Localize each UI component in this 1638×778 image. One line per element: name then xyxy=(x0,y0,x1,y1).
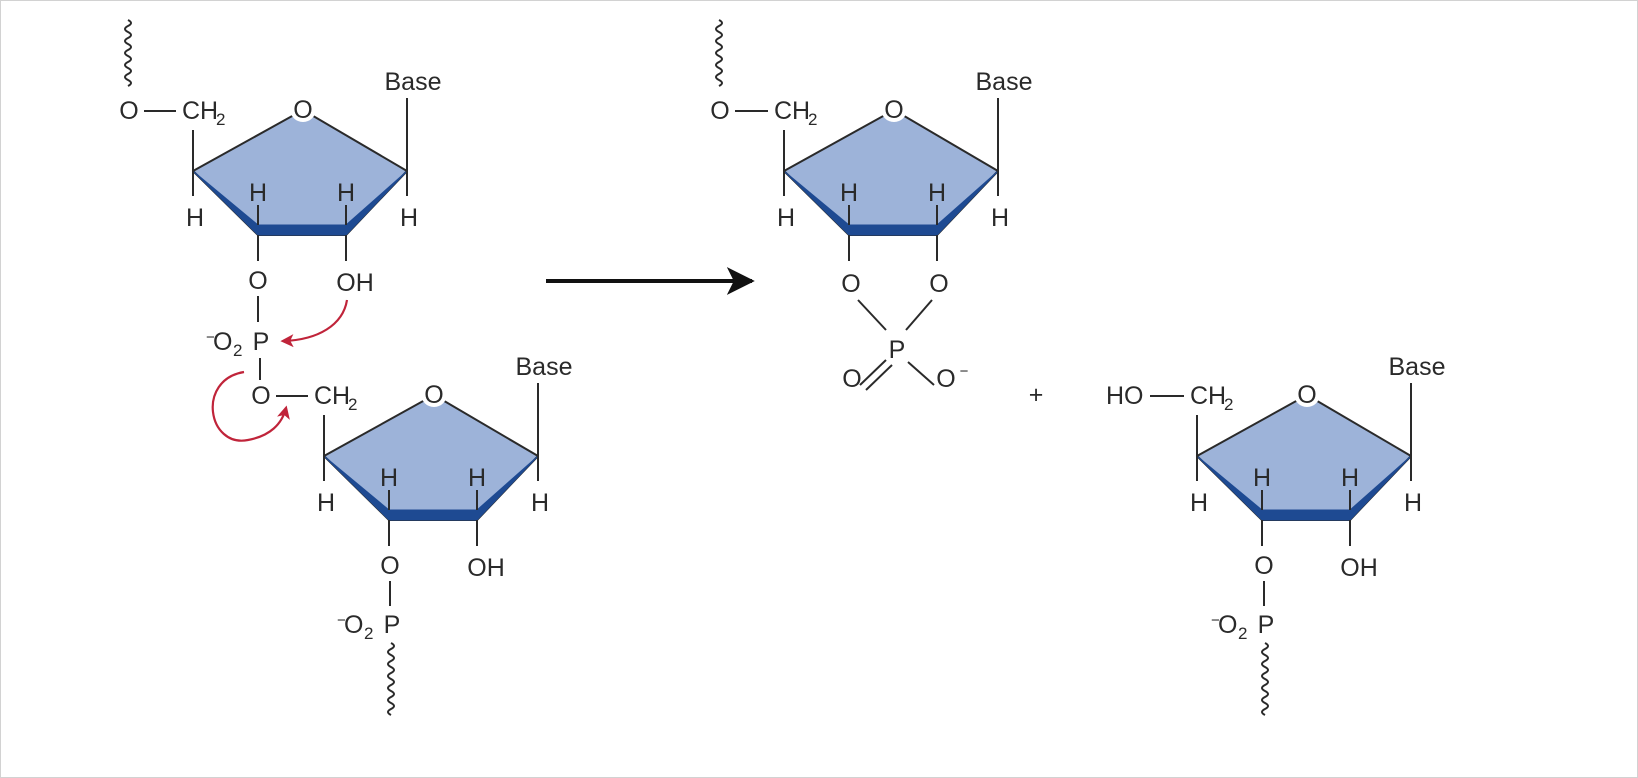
charge-minus: − xyxy=(337,612,346,629)
three-prime-oxygen-label: O xyxy=(380,552,399,580)
p-o-single-bond xyxy=(907,361,935,386)
c3-hydrogen-label: H xyxy=(249,179,267,207)
oxygen-label: O xyxy=(213,328,232,356)
c2-hydrogen-label: H xyxy=(468,464,486,492)
charge-minus: − xyxy=(1211,612,1220,629)
c1-hydrogen-label: H xyxy=(1404,489,1422,517)
c4-hydrogen-label: H xyxy=(777,204,795,232)
base-label: Base xyxy=(516,353,573,381)
subscript-2: 2 xyxy=(1238,624,1247,643)
backbone-continuation xyxy=(124,19,132,87)
c1-hydrogen-label: H xyxy=(400,204,418,232)
ring-oxygen-label: O xyxy=(293,96,312,124)
c3-hydrogen-label: H xyxy=(840,179,858,207)
bridging-oxygen-label: O xyxy=(251,382,270,410)
oxygen-label: O xyxy=(1218,611,1237,639)
two-prime-oxygen-label: O xyxy=(929,270,948,298)
mechanism-arrow-bond-cleavage xyxy=(211,370,290,442)
phosphorus-label: P xyxy=(1258,611,1275,639)
two-prime-hydroxyl-label: OH xyxy=(1340,554,1378,582)
p-o-double-bond-b xyxy=(865,364,893,391)
two-prime-hydroxyl-label: OH xyxy=(467,554,505,582)
ring-oxygen-label: O xyxy=(424,381,443,409)
five-prime-hydroxyl-label: HO xyxy=(1106,382,1144,410)
backbone-continuation xyxy=(387,642,395,716)
c3-hydrogen-label: H xyxy=(1253,464,1271,492)
c4-hydrogen-label: H xyxy=(186,204,204,232)
oxygen-label: O xyxy=(344,611,363,639)
phosphorus-label: P xyxy=(253,328,270,356)
c2-hydrogen-label: H xyxy=(337,179,355,207)
three-prime-oxygen-label: O xyxy=(1254,552,1273,580)
backbone-continuation xyxy=(715,19,723,87)
backbone-continuation xyxy=(1261,642,1269,716)
c4-hydrogen-label: H xyxy=(317,489,335,517)
c2-hydrogen-label: H xyxy=(1341,464,1359,492)
ch2-label: CH xyxy=(314,382,350,410)
ch2-label: CH xyxy=(182,97,218,125)
ring-oxygen-label: O xyxy=(1297,381,1316,409)
subscript-2: 2 xyxy=(348,395,357,414)
c2-hydrogen-label: H xyxy=(928,179,946,207)
subscript-2: 2 xyxy=(1224,395,1233,414)
ch2-label: CH xyxy=(774,97,810,125)
ring-oxygen-halo xyxy=(881,96,907,122)
subscript-2: 2 xyxy=(808,110,817,129)
ring-oxygen-label: O xyxy=(884,96,903,124)
c1-hydrogen-label: H xyxy=(531,489,549,517)
charge-minus: − xyxy=(960,363,969,380)
p-o-double-bond-a xyxy=(859,359,887,386)
phosphorus-label: P xyxy=(384,611,401,639)
cyclic-bond-right xyxy=(905,299,933,331)
three-prime-oxygen-label: O xyxy=(248,267,267,295)
two-prime-hydroxyl-label: OH xyxy=(336,269,374,297)
anionic-oxygen-label: O xyxy=(936,365,955,393)
subscript-2: 2 xyxy=(216,110,225,129)
phosphorus-label: P xyxy=(889,336,906,364)
ring-oxygen-halo xyxy=(290,96,316,122)
three-prime-oxygen-label: O xyxy=(841,270,860,298)
five-prime-oxygen-label: O xyxy=(710,97,729,125)
subscript-2: 2 xyxy=(233,341,242,360)
c1-hydrogen-label: H xyxy=(991,204,1009,232)
c4-hydrogen-label: H xyxy=(1190,489,1208,517)
c3-hydrogen-label: H xyxy=(380,464,398,492)
base-label: Base xyxy=(385,68,442,96)
five-prime-oxygen-label: O xyxy=(119,97,138,125)
ch2-label: CH xyxy=(1190,382,1226,410)
base-label: Base xyxy=(976,68,1033,96)
cyclic-bond-left xyxy=(857,299,887,331)
charge-minus: − xyxy=(206,329,215,346)
ring-oxygen-halo xyxy=(421,381,447,407)
phosphoryl-oxygen-label: O xyxy=(842,365,861,393)
ring-oxygen-halo xyxy=(1294,381,1320,407)
base-label: Base xyxy=(1389,353,1446,381)
plus-sign: + xyxy=(1029,381,1044,409)
mechanism-arrow-nucleophilic-attack xyxy=(280,299,349,348)
subscript-2: 2 xyxy=(364,624,373,643)
